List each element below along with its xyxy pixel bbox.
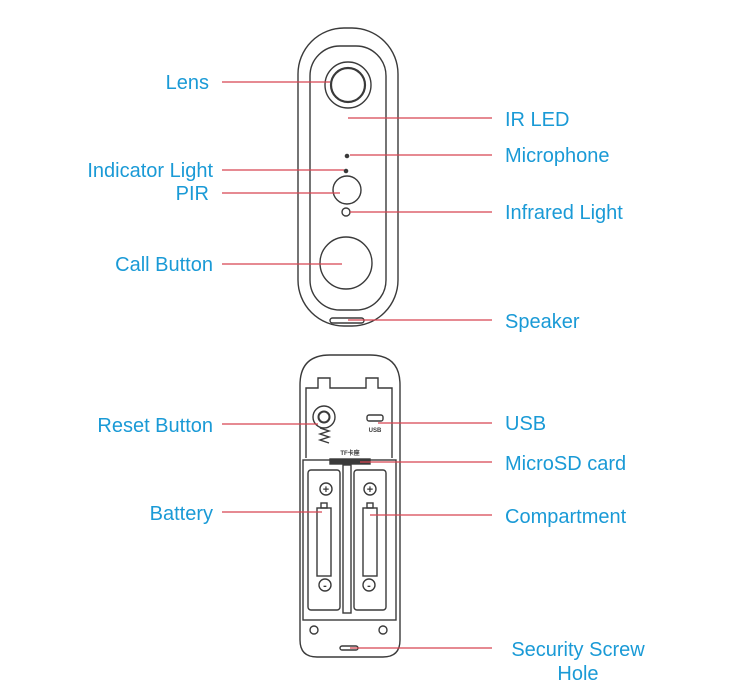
battery-left-bay (307, 469, 341, 611)
lens-outer (324, 61, 372, 109)
label-microsd-card: MicroSD card (505, 453, 626, 475)
label-reset-button: Reset Button (97, 415, 213, 437)
label-speaker: Speaker (505, 311, 580, 333)
minus-terminal-right (362, 578, 376, 592)
label-ir-led: IR LED (505, 109, 569, 131)
screw-hole-right (378, 625, 388, 635)
screw-hole-left (309, 625, 319, 635)
plus-terminal-left (319, 482, 333, 496)
front-faceplate (309, 45, 387, 311)
label-battery: Battery (150, 503, 213, 525)
top-compartment (305, 377, 393, 458)
call-button (319, 236, 373, 290)
reset-button-ring (312, 405, 336, 429)
battery-right-cell (362, 507, 378, 577)
minus-terminal-left (318, 578, 332, 592)
label-microphone: Microphone (505, 145, 610, 167)
lens-inner (329, 66, 367, 104)
minus-mark-right: - (367, 580, 371, 592)
microphone-hole (344, 153, 350, 159)
plus-terminal-right (363, 482, 377, 496)
label-security-screw-line2: Hole (557, 663, 598, 685)
labels: Lens IR LED Indicator Light Microphone P… (87, 72, 645, 685)
label-compartment: Compartment (505, 506, 627, 528)
battery-divider (342, 464, 352, 614)
pir-sensor (332, 175, 362, 205)
reset-button (317, 410, 331, 424)
label-lens: Lens (166, 72, 209, 94)
label-call-button: Call Button (115, 254, 213, 276)
plus-mark-left: + (323, 484, 329, 496)
tf-marking: TF卡座 (340, 449, 359, 457)
usb-port (366, 414, 384, 422)
front-view (297, 27, 399, 327)
label-indicator-light: Indicator Light (87, 160, 213, 182)
front-outer-body (297, 27, 399, 327)
battery-left-tip (320, 502, 328, 509)
battery-right-tip (366, 502, 374, 509)
leader-lines (222, 81, 492, 649)
usb-marking: USB (369, 428, 382, 434)
minus-mark-left: - (323, 580, 327, 592)
infrared-light (341, 207, 351, 217)
back-view (299, 354, 401, 658)
label-pir: PIR (176, 183, 209, 205)
plus-mark-right: + (367, 484, 373, 496)
reset-spring (317, 427, 332, 444)
battery-right-bay (353, 469, 387, 611)
back-outer-body (299, 354, 401, 658)
indicator-light-dot (343, 168, 349, 174)
device-markings: USB TF卡座 + + - - (323, 428, 382, 592)
label-usb: USB (505, 413, 546, 435)
battery-compartment (302, 459, 397, 621)
battery-left-cell (316, 507, 332, 577)
label-security-screw-line1: Security Screw (511, 639, 645, 661)
label-infrared-light: Infrared Light (505, 202, 623, 224)
